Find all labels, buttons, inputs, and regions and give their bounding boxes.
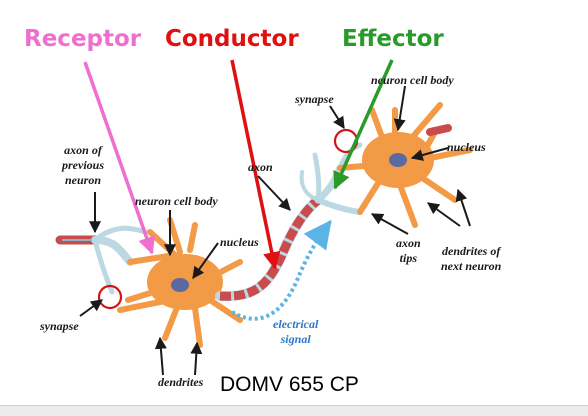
neuron-cell-body-right-label: neuron cell body	[371, 73, 454, 87]
dendrites-next-line-1: dendrites of	[442, 244, 501, 258]
axon-of-previous-neuron-label: axon of previous neuron	[62, 143, 104, 188]
conductor-header: Conductor	[165, 26, 299, 52]
axon-prev-line-3: neuron	[64, 173, 102, 187]
conductor-arrow	[230, 59, 281, 270]
effector-arrow	[333, 59, 394, 190]
axon-label: axon	[248, 160, 273, 174]
nucleus-left-label: nucleus	[220, 235, 259, 249]
electrical-line-2: signal	[280, 332, 311, 346]
right-neuron-cell-body	[337, 102, 473, 228]
electrical-signal-arrow	[230, 219, 332, 321]
right-nucleus	[389, 153, 407, 167]
axon-prev-line-1: axon of	[64, 143, 102, 157]
receptor-arrow	[83, 61, 156, 255]
caption-text: DOMV 655 CP	[220, 373, 359, 396]
effector-header: Effector	[342, 26, 444, 52]
receptor-header: Receptor	[24, 26, 142, 52]
axon-tips-label: axon tips	[396, 236, 421, 266]
electrical-line-1: electrical	[273, 317, 319, 331]
label-pointers	[79, 85, 471, 376]
synapse-left-label: synapse	[40, 319, 79, 333]
axon-tips-line-1: axon	[396, 236, 421, 250]
axon-tips-line-2: tips	[399, 251, 418, 265]
previous-neuron-axon	[55, 225, 148, 295]
axon-segments	[215, 195, 323, 302]
neuron-cell-body-left-label: neuron cell body	[135, 194, 218, 208]
nucleus-right-label: nucleus	[447, 140, 486, 154]
synapse-right-label: synapse	[295, 92, 334, 106]
electrical-signal-label: electrical signal	[273, 317, 318, 347]
dendrites-next-line-2: next neuron	[441, 259, 502, 273]
synapse-circle-left	[97, 284, 123, 310]
left-nucleus	[171, 278, 189, 292]
dendrites-label: dendrites	[158, 375, 204, 389]
bottom-bar	[0, 405, 588, 416]
dendrites-of-next-neuron-label: dendrites of next neuron	[441, 244, 501, 274]
axon-prev-line-2: previous	[62, 158, 104, 172]
